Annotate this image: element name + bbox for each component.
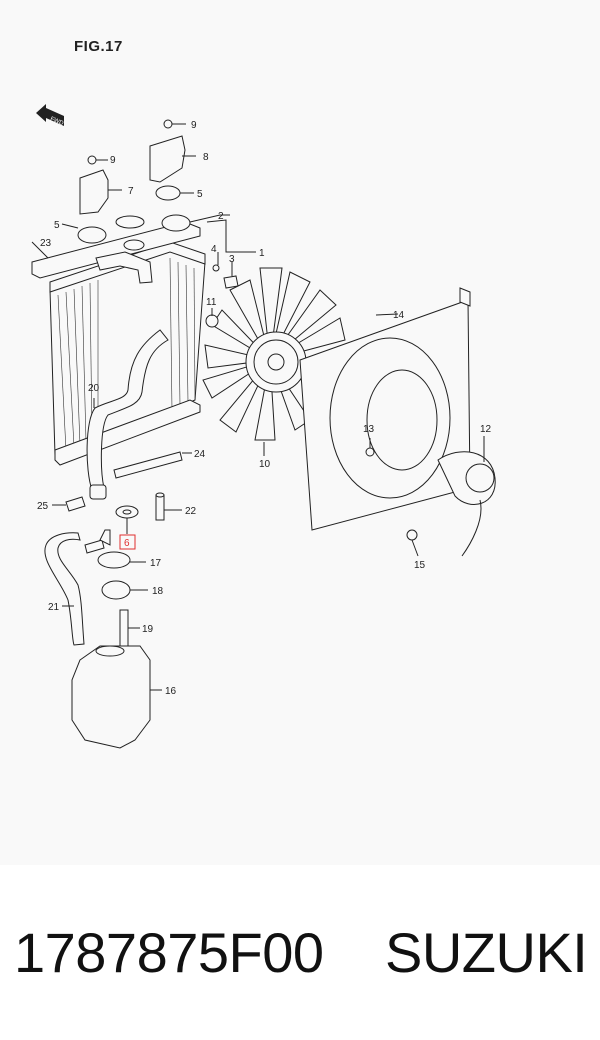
callout-7: 7 (128, 186, 134, 197)
footer (0, 865, 600, 1040)
grommet-5b (155, 185, 181, 201)
bracket-7 (79, 155, 109, 215)
seal-24 (113, 451, 183, 479)
bracket-8 (149, 119, 186, 183)
callout-2: 2 (218, 211, 224, 222)
callout-3: 3 (229, 254, 235, 265)
reservoir-cap (84, 529, 131, 600)
callout-4: 4 (211, 244, 217, 255)
pipe-22 (155, 494, 165, 521)
oring-4 (212, 264, 220, 272)
brand-name: SUZUKI (385, 921, 588, 984)
callout-25: 25 (37, 501, 49, 512)
callout-13: 13 (363, 424, 375, 435)
callout-labels: 1 2 3 4 5 5 6 7 8 9 9 10 11 12 13 14 15 … (37, 120, 492, 697)
tube-19 (119, 609, 129, 651)
callout-14: 14 (393, 310, 405, 321)
plug-3 (223, 275, 239, 289)
callout-20: 20 (88, 383, 100, 394)
leader-lines (31, 123, 485, 691)
callout-5a: 5 (54, 220, 60, 231)
callout-18: 18 (152, 586, 164, 597)
highlight-box-6 (119, 534, 136, 550)
parts-diagram: FWD (31, 104, 496, 749)
callout-9a: 9 (110, 155, 116, 166)
callout-22: 22 (185, 506, 197, 517)
callout-24: 24 (194, 449, 206, 460)
callout-21: 21 (48, 602, 60, 613)
callout-10: 10 (259, 459, 271, 470)
fwd-label: FWD (49, 116, 65, 127)
callout-11: 11 (206, 297, 217, 308)
callout-12: 12 (480, 424, 492, 435)
part-number: 1787875F00 (14, 921, 324, 984)
fan-shroud (299, 287, 496, 557)
fan-blade (202, 267, 346, 441)
callout-8: 8 (203, 152, 209, 163)
pad-25 (65, 496, 86, 512)
bolt-13 (365, 447, 375, 457)
hose-21 (44, 532, 85, 646)
fwd-arrow-icon: FWD (36, 104, 65, 127)
callout-19: 19 (142, 624, 154, 635)
callout-1: 1 (259, 248, 265, 259)
radiator (31, 214, 206, 500)
callout-5b: 5 (197, 189, 203, 200)
callout-17: 17 (150, 558, 162, 569)
callout-15: 15 (414, 560, 426, 571)
bolt-15 (406, 529, 418, 541)
callout-23: 23 (40, 238, 52, 249)
nut-11 (205, 314, 219, 328)
reservoir-16 (71, 645, 151, 749)
callout-6: 6 (124, 538, 130, 549)
figure-title: FIG.17 (74, 38, 123, 55)
callout-16: 16 (165, 686, 177, 697)
callout-9b: 9 (191, 120, 197, 131)
